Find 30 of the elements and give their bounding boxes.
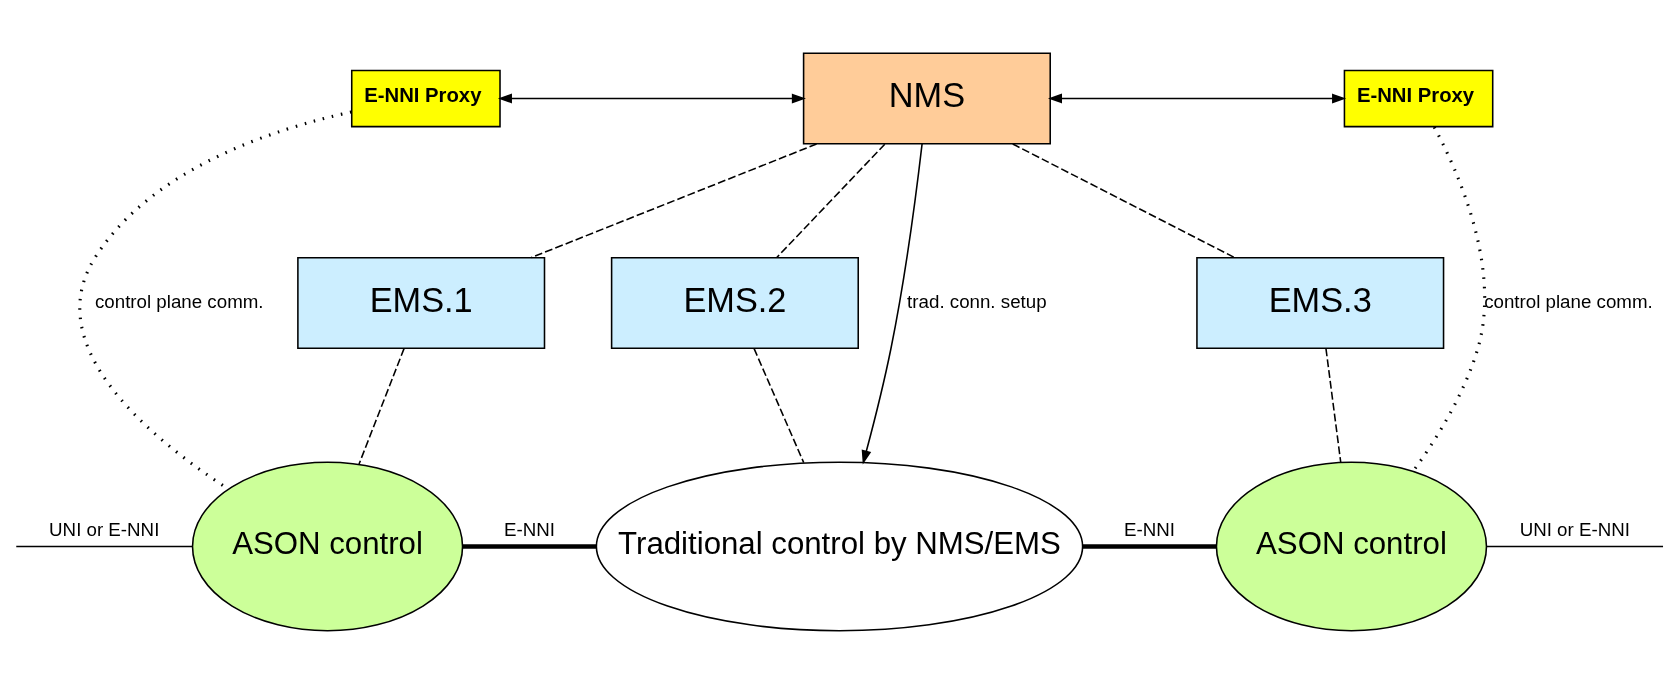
node-box: E-NNI Proxy [350, 69, 501, 127]
connector [15, 545, 194, 547]
edge-label: UNI or E-NNI [49, 518, 160, 540]
node-box: NMS [802, 51, 1051, 145]
connector [1011, 142, 1236, 258]
connector [1485, 545, 1664, 547]
arrow [1047, 93, 1347, 103]
arrow [861, 142, 923, 464]
edge-label: control plane comm. [1484, 290, 1653, 312]
connector [1412, 125, 1486, 472]
connector [1082, 543, 1217, 549]
edge-label: E-NNI [504, 518, 556, 540]
node-ellipse: Traditional control by NMS/EMS [595, 460, 1084, 632]
connector [462, 543, 597, 549]
connector [1325, 347, 1342, 463]
connector [358, 347, 405, 465]
node-box: EMS.2 [610, 256, 859, 349]
node-ellipse: ASON control [191, 460, 464, 632]
connector [530, 142, 818, 258]
node-box: EMS.1 [297, 256, 546, 349]
connector [753, 347, 805, 463]
node-box: E-NNI Proxy [1343, 69, 1494, 127]
arrow [497, 93, 806, 103]
edge-label: UNI or E-NNI [1519, 518, 1630, 540]
edge-label: control plane comm. [94, 290, 264, 312]
node-box: EMS.3 [1196, 256, 1445, 349]
node-ellipse: ASON control [1215, 460, 1488, 632]
connector [776, 143, 886, 258]
edge-label: trad. conn. setup [907, 290, 1047, 312]
edge-label: E-NNI [1123, 518, 1175, 540]
